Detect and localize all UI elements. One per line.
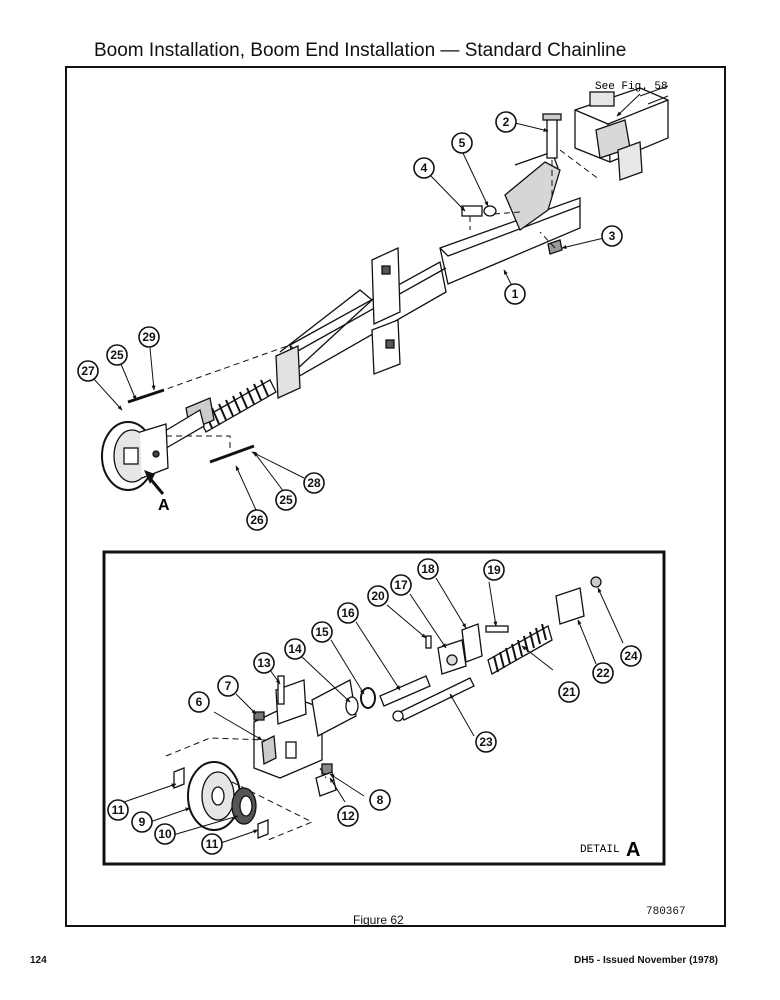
callout-21: 21 [562,685,576,699]
detail-dashed-lines [165,737,327,841]
callout-17: 17 [394,578,408,592]
figure-caption: Figure 62 [353,913,404,927]
callout-8: 8 [377,793,384,807]
callout-25: 25 [110,348,124,362]
detail-assembly [165,576,602,841]
fasteners [461,113,563,255]
upper-assembly [101,85,669,491]
callout-23: 23 [479,735,493,749]
callout-6: 6 [196,695,203,709]
callout-9: 9 [139,815,146,829]
callout-5: 5 [459,136,466,150]
callout-18: 18 [421,562,435,576]
callout-16: 16 [341,606,355,620]
drawing-number: 780367 [646,906,686,918]
leader-lines [92,93,641,845]
view-arrow-a: A [144,470,170,514]
boom-spring [149,379,277,455]
callout-29: 29 [142,330,156,344]
assembly-dashed-lines [129,149,601,450]
see-fig-note: See Fig. 58 [595,81,668,93]
callout-14: 14 [288,642,302,656]
callout-12: 12 [341,809,355,823]
callout-27: 27 [81,364,95,378]
callout-22: 22 [596,666,610,680]
callout-11: 11 [112,803,125,817]
callout-26: 26 [250,513,264,527]
figure-frame [65,66,726,927]
boom-mount-bracket [574,85,669,181]
callout-13: 13 [257,656,271,670]
callout-10: 10 [158,827,172,841]
callout-circles [77,111,642,855]
boom-tube [439,151,581,285]
boom-end-pulley [101,421,169,491]
publication-info: DH5 - Issued November (1978) [574,955,718,966]
callout-20: 20 [371,589,385,603]
detail-label: DETAIL [580,844,620,856]
callout-7: 7 [225,679,232,693]
view-arrow-label: A [158,497,170,514]
detail-letter: A [626,839,640,861]
callout-15: 15 [315,625,329,639]
callout-25: 25 [279,493,293,507]
page-title: Boom Installation, Boom End Installation… [94,40,627,61]
callout-labels: 2 1 3 4 5 6 7 8 9 10 11 11 12 13 14 15 1… [81,115,638,851]
callout-4: 4 [421,161,428,175]
callout-1: 1 [512,287,519,301]
page-number: 124 [30,955,47,966]
callout-19: 19 [487,563,501,577]
callout-3: 3 [609,229,616,243]
callout-24: 24 [624,649,638,663]
detail-box [102,550,666,866]
callout-28: 28 [307,476,321,490]
callout-11: 11 [206,837,219,851]
inner-boom-tube [275,246,447,399]
callout-2: 2 [503,115,510,129]
